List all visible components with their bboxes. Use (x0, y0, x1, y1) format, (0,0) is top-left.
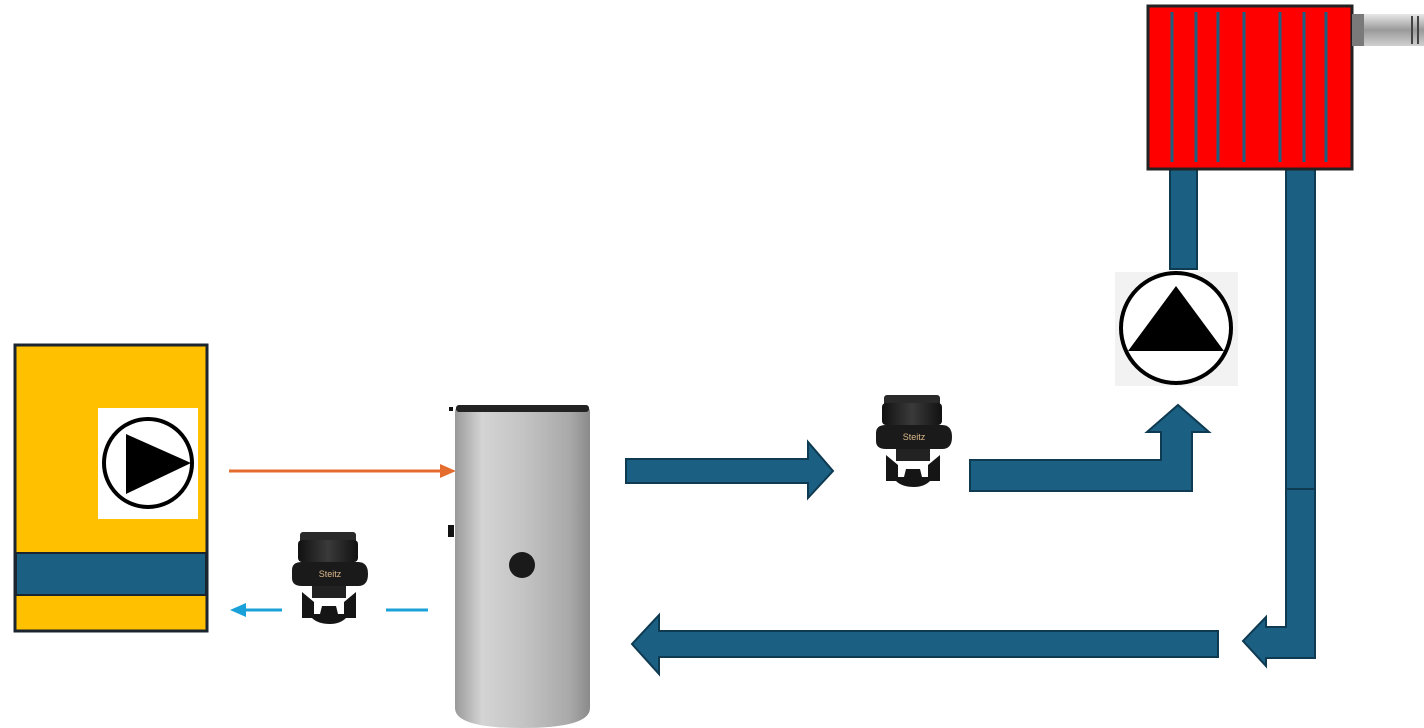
flow-arrow-to-pump (969, 403, 1212, 492)
pipe-radiator-return (1241, 168, 1316, 669)
balancing-valve-2: Steitz (292, 532, 368, 624)
cold-return-arrow (230, 603, 428, 617)
play-circle-icon (98, 408, 198, 519)
pipe-pump-to-radiator (1169, 168, 1198, 270)
valve-label: Steitz (903, 432, 926, 442)
boiler (13, 343, 209, 633)
thermostat-valve-icon (1352, 14, 1424, 46)
flow-arrow-to-valve (625, 439, 835, 501)
balancing-valve-1: Steitz (876, 395, 952, 487)
pump-triangle-icon (1115, 271, 1238, 386)
hot-flow-arrow (229, 464, 456, 478)
valve-label: Steitz (319, 569, 342, 579)
return-flow-arrow (630, 612, 1219, 677)
storage-tank (448, 405, 590, 728)
radiator (1146, 4, 1354, 171)
